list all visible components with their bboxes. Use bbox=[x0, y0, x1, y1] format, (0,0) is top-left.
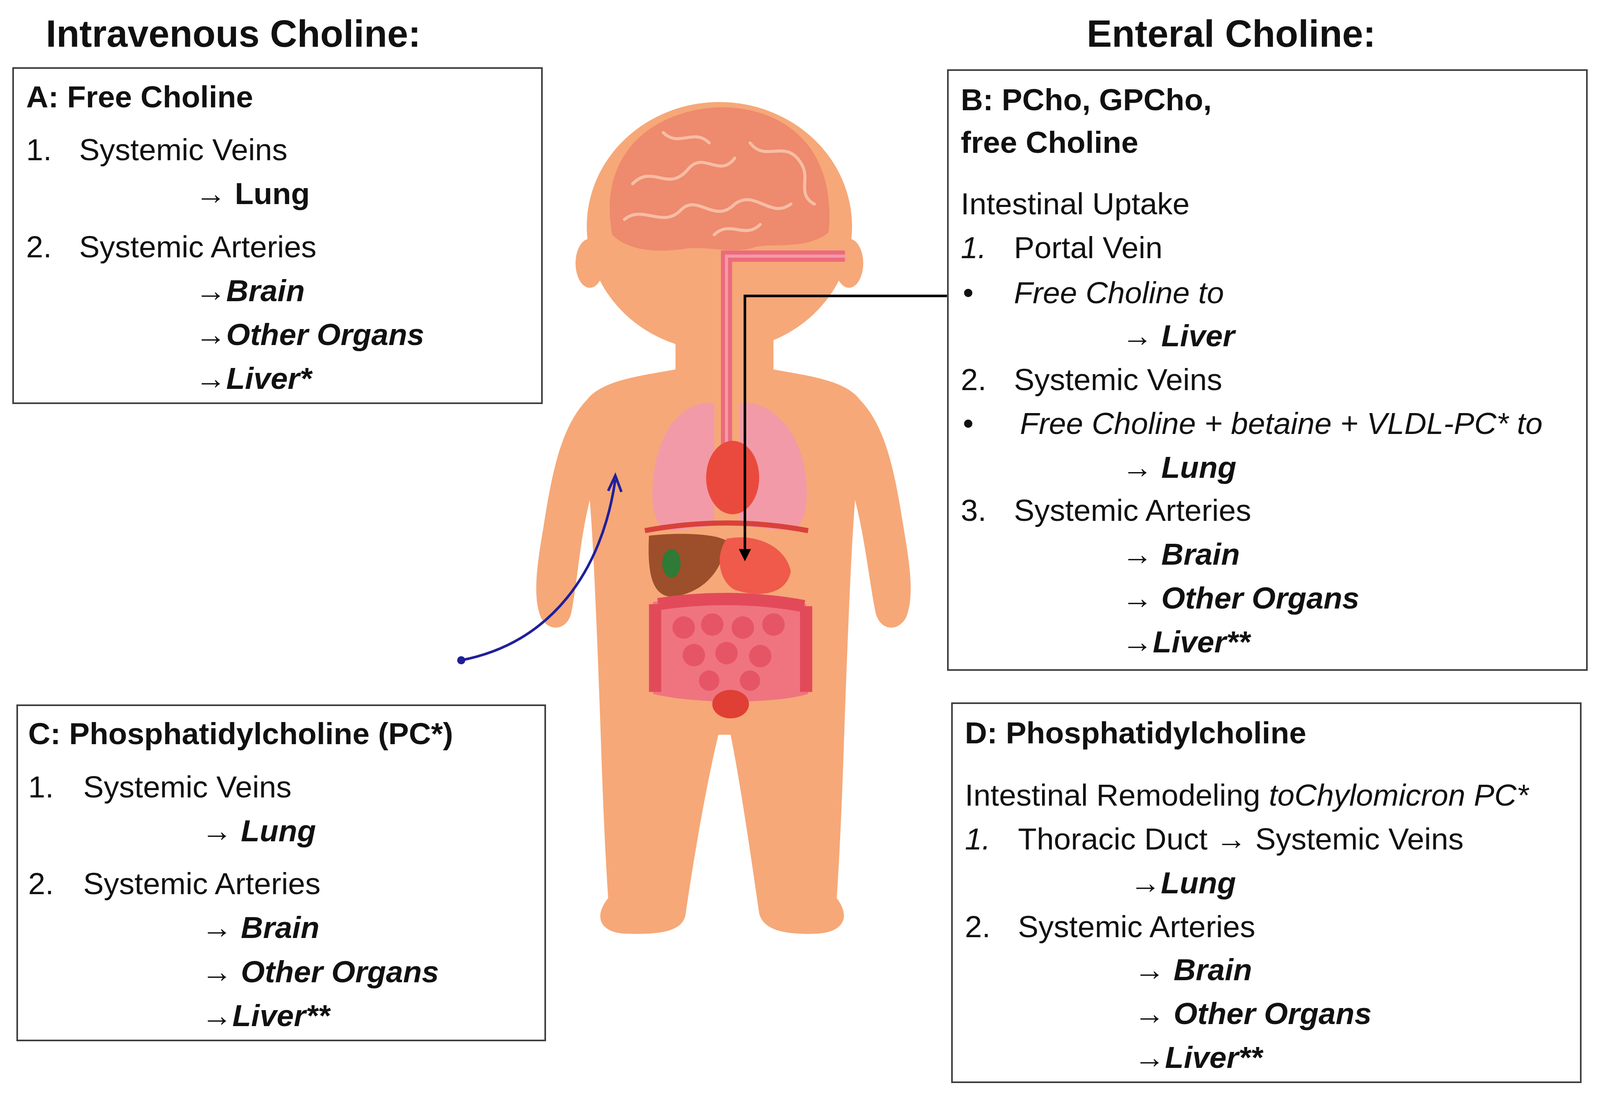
list-item: Systemic Arteries bbox=[83, 864, 321, 902]
target-organ: →Other Organs bbox=[195, 315, 424, 353]
list-item: toChylomicron PC* bbox=[1269, 776, 1529, 814]
brain-fold bbox=[632, 158, 735, 184]
route-box: C: Phosphatidylcholine (PC*) 1. Systemic V… bbox=[16, 704, 547, 1041]
stomach bbox=[719, 537, 791, 594]
intestine-loop bbox=[698, 670, 720, 691]
box-heading: D: Phosphatidylcholine bbox=[965, 713, 1307, 751]
list-number: 1. bbox=[965, 820, 991, 857]
route-heading: Intravenous Choline: bbox=[45, 11, 421, 57]
route-box: A: Free Choline 1. Systemic Veins → Lung 2. S… bbox=[12, 67, 543, 404]
intestine-loop bbox=[731, 616, 755, 639]
route-box: D: PhosphatidylcholineIntestinal Remodel… bbox=[951, 702, 1582, 1083]
target-organ: → Lung bbox=[1121, 448, 1237, 486]
list-item: Free Choline to bbox=[1013, 274, 1224, 311]
list-item: Systemic Arteries bbox=[79, 228, 317, 266]
target-organ: → Other Organs bbox=[201, 952, 439, 990]
intestine-loop bbox=[700, 613, 724, 636]
list-number: 2. bbox=[960, 360, 987, 398]
list-item: Free Choline + betaine + VLDL-PC* to bbox=[1019, 404, 1543, 442]
target-organ: → Liver bbox=[1121, 317, 1235, 354]
brain-fold bbox=[750, 142, 815, 204]
list-number: 2. bbox=[26, 228, 53, 266]
target-organ: → Brain bbox=[1121, 535, 1240, 573]
list-item: Portal Vein bbox=[1013, 228, 1163, 266]
route-box: B: PCho, GPCho, free CholineIntestinal U… bbox=[947, 69, 1588, 671]
list-number: 3. bbox=[960, 491, 987, 529]
brain-fold bbox=[624, 199, 791, 220]
iv-line bbox=[461, 479, 616, 660]
list-item: Intestinal Uptake bbox=[960, 185, 1190, 223]
intestine-loop bbox=[739, 670, 761, 691]
target-organ: → Lung bbox=[195, 174, 310, 212]
list-number: 1. bbox=[28, 768, 55, 805]
route-heading: Enteral Choline: bbox=[1086, 11, 1376, 57]
bullet: • bbox=[963, 274, 974, 311]
target-organ: →Liver** bbox=[201, 996, 330, 1034]
target-organ: → Lung bbox=[201, 811, 316, 849]
heart bbox=[706, 440, 760, 515]
brain-fold bbox=[714, 224, 761, 235]
list-item: Systemic Veins bbox=[1013, 360, 1223, 398]
brain-fold bbox=[663, 132, 710, 143]
diaphragm bbox=[644, 522, 809, 531]
list-item: Thoracic Duct → Systemic Veins bbox=[1017, 820, 1464, 857]
list-item: Systemic Arteries bbox=[1017, 907, 1256, 945]
target-organ: → Other Organs bbox=[1121, 579, 1360, 617]
intestine-loop bbox=[762, 613, 785, 636]
target-organ: →Liver** bbox=[1121, 623, 1251, 660]
box-heading: A: Free Choline bbox=[26, 78, 254, 116]
bladder bbox=[712, 689, 750, 719]
lung bbox=[652, 402, 715, 531]
list-number: 1. bbox=[960, 228, 987, 266]
box-heading: C: Phosphatidylcholine (PC*) bbox=[28, 714, 454, 752]
target-organ: → Brain bbox=[201, 908, 320, 946]
child-head bbox=[586, 101, 853, 352]
list-item: Intestinal Remodeling bbox=[965, 776, 1261, 814]
small-intestine bbox=[672, 613, 785, 691]
list-number: 2. bbox=[965, 907, 991, 945]
bullet: • bbox=[963, 404, 974, 442]
intestine-loop bbox=[715, 641, 738, 665]
target-organ: →Brain bbox=[195, 271, 305, 309]
brain bbox=[609, 106, 830, 251]
list-item: Systemic Veins bbox=[83, 768, 292, 805]
target-organ: → Other Organs bbox=[1134, 994, 1372, 1032]
arrow-head bbox=[608, 475, 622, 492]
liver bbox=[648, 533, 727, 597]
brain-folds bbox=[624, 132, 815, 235]
arrow-head bbox=[738, 548, 752, 562]
gallbladder bbox=[662, 548, 681, 578]
list-number: 1. bbox=[26, 131, 53, 168]
target-organ: →Liver* bbox=[195, 359, 312, 397]
target-organ: →Liver** bbox=[1134, 1038, 1263, 1076]
enteral-route-line bbox=[744, 295, 947, 551]
intestine-loop bbox=[748, 644, 772, 668]
intestines bbox=[652, 596, 809, 702]
target-organ: → Brain bbox=[1134, 950, 1253, 988]
list-item: Systemic Veins bbox=[79, 131, 288, 168]
list-item: Systemic Arteries bbox=[1013, 491, 1251, 529]
intestine-loop bbox=[672, 616, 696, 639]
box-heading: B: PCho, GPCho, free Choline bbox=[960, 78, 1257, 164]
intestine-loop bbox=[682, 643, 706, 667]
list-number: 2. bbox=[28, 864, 55, 902]
target-organ: →Lung bbox=[1130, 863, 1236, 901]
large-intestine bbox=[654, 598, 807, 692]
